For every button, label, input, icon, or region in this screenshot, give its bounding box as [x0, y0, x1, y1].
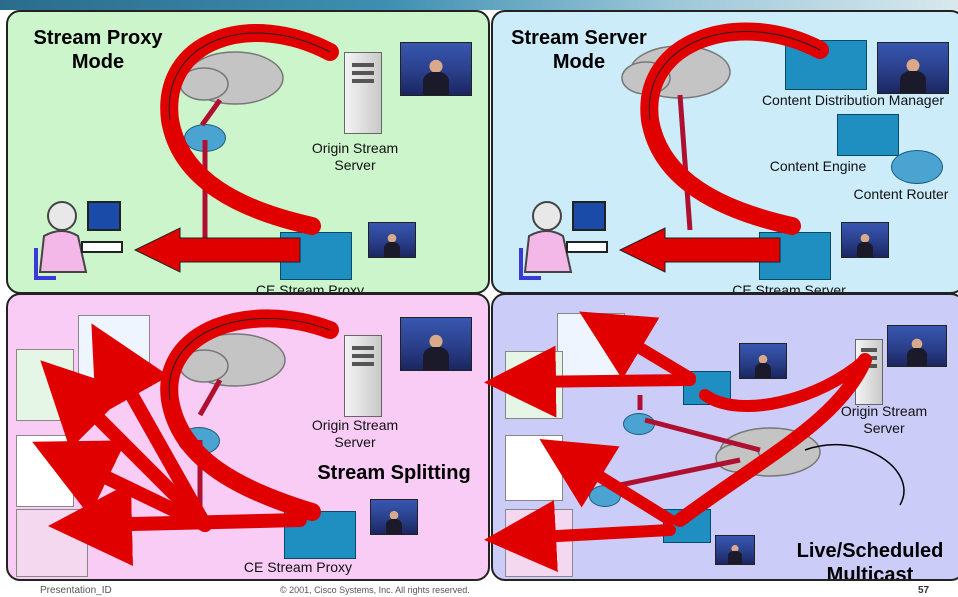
user-workstation-icon: [511, 192, 611, 282]
stream-arrow: [640, 22, 829, 235]
panel-title: Stream Splitting: [317, 462, 471, 484]
presentation-id: Presentation_ID: [40, 585, 112, 596]
network-cloud-icon: [179, 51, 284, 105]
stream-arrow: [618, 227, 781, 273]
panel-title-line1: Live/Scheduled: [796, 540, 944, 562]
video-thumbnail: [400, 317, 472, 371]
panel-title: Stream Proxy Mode: [18, 26, 178, 74]
cdm-label: Content Distribution Manager: [761, 92, 945, 108]
user-icon: [519, 201, 608, 280]
ce-stream-server-label: CE Stream Server: [732, 282, 846, 294]
video-thumbnail: [887, 325, 947, 367]
panel-title-line1: Stream Proxy: [33, 27, 163, 49]
content-router-icon: [891, 150, 943, 184]
title-bar: [0, 0, 958, 10]
video-thumbnail: [400, 42, 472, 96]
stream-arrow: [133, 227, 301, 273]
panel-title: Live/Scheduled Multicast: [777, 539, 958, 581]
panel-title-line2: Mode: [71, 51, 125, 73]
origin-server-icon: [344, 335, 382, 417]
ce-stream-proxy-label: CE Stream Proxy: [243, 559, 353, 575]
content-router-label: Content Router: [853, 186, 949, 202]
user-workstation-icon: [26, 192, 126, 282]
video-thumbnail: [715, 535, 755, 565]
multicast-arrow: [699, 354, 871, 412]
content-engine-label: Content Engine: [769, 158, 867, 174]
multicast-stream-arrows: [484, 311, 696, 573]
user-icon: [34, 201, 123, 280]
video-thumbnail: [877, 42, 949, 94]
page-number: 57: [918, 585, 930, 596]
origin-server-icon: [344, 52, 382, 134]
multicast-arrow: [673, 353, 872, 527]
split-stream-arrows: [32, 323, 307, 566]
video-thumbnail: [370, 499, 418, 535]
video-thumbnail: [368, 222, 416, 258]
copyright: © 2001, Cisco Systems, Inc. All rights r…: [280, 585, 470, 595]
multicast-path-line: [804, 444, 905, 506]
ce-stream-proxy-label: CE Stream Proxy: [255, 282, 365, 294]
network-cloud-icon: [179, 333, 286, 387]
panel-title: Stream Server Mode: [499, 26, 659, 74]
video-thumbnail: [841, 222, 889, 258]
video-thumbnail: [739, 343, 787, 379]
panel-title-line2: Multicast: [826, 564, 914, 581]
panel-title-line2: Mode: [552, 51, 606, 73]
panel-title-line1: Stream Server: [511, 27, 647, 49]
content-engine-icon: [837, 114, 899, 156]
